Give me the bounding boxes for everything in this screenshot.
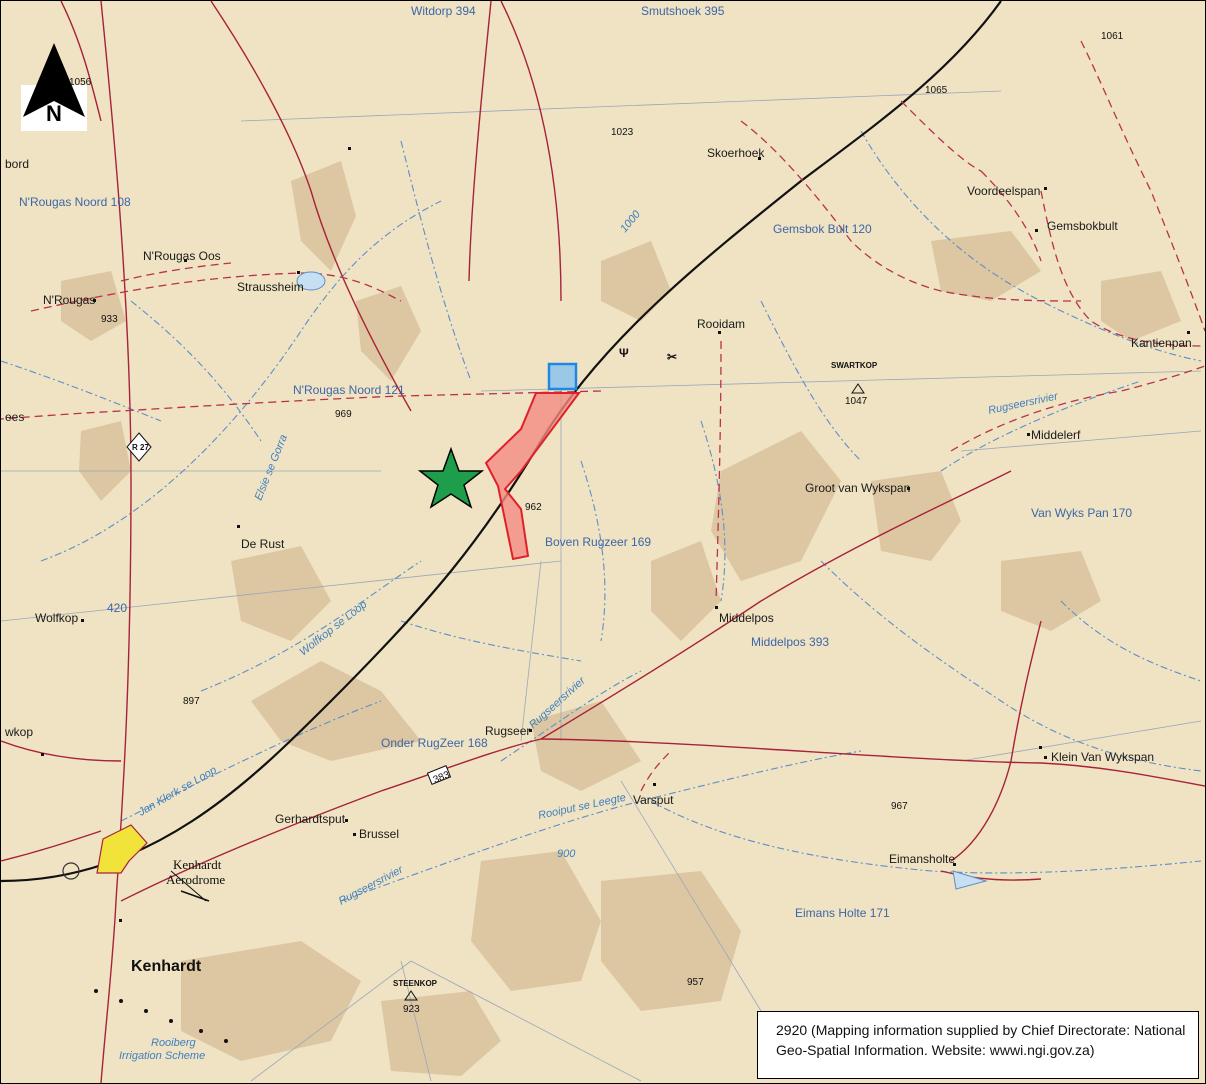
label-962: 962 bbox=[525, 502, 542, 513]
label-kenhardt-aerodrome-1: Kenhardt bbox=[173, 857, 222, 872]
label-1047: 1047 bbox=[845, 396, 868, 407]
label-420: 420 bbox=[107, 601, 127, 615]
north-arrow: N bbox=[21, 41, 87, 131]
label-897: 897 bbox=[183, 696, 200, 707]
label-brussel: Brussel bbox=[359, 827, 399, 841]
north-label: N bbox=[46, 101, 62, 126]
sand-dunes bbox=[61, 161, 1181, 1076]
label-gerhardtsput: Gerhardtsput bbox=[275, 812, 346, 826]
label-gemsbokbult: Gemsbokbult bbox=[1047, 219, 1118, 233]
label-gemsbok-bult: Gemsbok Bult 120 bbox=[773, 222, 872, 236]
aerodrome-symbol bbox=[170, 870, 210, 902]
label-groot-van-wykspan: Groot van Wykspan bbox=[805, 481, 910, 495]
label-923: 923 bbox=[403, 1004, 420, 1015]
windpump-icon: Ψ bbox=[619, 346, 629, 360]
label-klein-van-wykspan: Klein Van Wykspan bbox=[1051, 750, 1154, 764]
route-383-shield bbox=[426, 765, 452, 785]
label-969: 969 bbox=[335, 409, 352, 420]
r27-shield: R 27 bbox=[126, 432, 152, 462]
label-elsie-se-gorra: Elsie se Gorra bbox=[253, 433, 290, 502]
label-skoerhoek: Skoerhoek bbox=[707, 146, 765, 160]
label-kenhardt: Kenhardt bbox=[131, 958, 202, 975]
map-labels: Witdorp 394 Smutshoek 395 1056 1061 1065… bbox=[4, 4, 1192, 1062]
label-varsput: Varsput bbox=[633, 793, 674, 807]
label-1065: 1065 bbox=[925, 85, 948, 96]
label-nrougas: N'Rougas bbox=[43, 293, 95, 307]
mine-icon: ✂ bbox=[667, 350, 677, 364]
label-1061: 1061 bbox=[1101, 31, 1124, 42]
site-star-icon bbox=[417, 446, 485, 509]
settlement-dots bbox=[41, 147, 1190, 922]
label-swartkop: SWARTKOP bbox=[831, 361, 878, 370]
label-wolfkop: Wolfkop bbox=[35, 611, 78, 625]
label-rugseer: Rugseer bbox=[485, 724, 530, 738]
map-credit-box: 2920 (Mapping information supplied by Ch… bbox=[757, 1011, 1199, 1079]
label-wkop: wkop bbox=[4, 725, 33, 739]
label-nrougas-oos: N'Rougas Oos bbox=[143, 249, 221, 263]
label-957: 957 bbox=[687, 977, 704, 988]
cadastral-lines bbox=[1, 90, 1202, 1082]
label-r27: R 27 bbox=[132, 443, 149, 452]
pan-straussheim bbox=[296, 271, 326, 291]
label-straussheim: Straussheim bbox=[237, 280, 304, 294]
label-steenkop: STEENKOP bbox=[393, 979, 438, 988]
label-eimansholte: Eimansholte bbox=[889, 852, 955, 866]
label-witdorp: Witdorp 394 bbox=[411, 4, 476, 18]
label-900: 900 bbox=[557, 848, 576, 860]
label-onder-rugzeer: Onder RugZeer 168 bbox=[381, 736, 488, 750]
label-rooiberg-1: Rooiberg bbox=[151, 1037, 197, 1049]
label-rooiput-se-leegte: Rooiput se Leegte bbox=[537, 792, 627, 822]
label-967: 967 bbox=[891, 801, 908, 812]
label-1023: 1023 bbox=[611, 127, 634, 138]
label-1056: 1056 bbox=[69, 77, 92, 88]
trig-beacons bbox=[404, 383, 865, 1001]
label-middelpos: Middelpos bbox=[719, 611, 774, 625]
label-ees: ees bbox=[5, 410, 24, 424]
rivers bbox=[1, 130, 1202, 902]
label-de-rust: De Rust bbox=[241, 537, 285, 551]
label-middelerf: Middelerf bbox=[1031, 428, 1081, 442]
label-kantienpan: Kantienpan bbox=[1131, 336, 1192, 350]
label-nrougas-noord-108: N'Rougas Noord 108 bbox=[19, 195, 131, 209]
label-rooidam: Rooidam bbox=[697, 317, 745, 331]
label-1000: 1000 bbox=[618, 208, 643, 235]
kenhardt-town bbox=[62, 824, 228, 1043]
label-rooiberg-2: Irrigation Scheme bbox=[119, 1050, 205, 1062]
substation-square bbox=[547, 362, 578, 391]
railway-line bbox=[1, 1, 1002, 883]
label-bord: bord bbox=[5, 157, 29, 171]
label-boven-rugzeer: Boven Rugzeer 169 bbox=[545, 535, 651, 549]
label-nrougas-noord-121: N'Rougas Noord 121 bbox=[293, 383, 405, 397]
label-middelpos-393: Middelpos 393 bbox=[751, 635, 829, 649]
pan-eimansholte bbox=[952, 870, 988, 890]
tracks bbox=[1, 40, 1205, 792]
map-credit-text: 2920 (Mapping information supplied by Ch… bbox=[776, 1022, 1186, 1058]
label-933: 933 bbox=[101, 314, 118, 325]
label-rugseersrivier-c: Rugseersrivier bbox=[337, 863, 406, 908]
label-eimans-holte: Eimans Holte 171 bbox=[795, 906, 890, 920]
north-arrow-icon bbox=[21, 43, 87, 131]
label-van-wyks-pan: Van Wyks Pan 170 bbox=[1031, 506, 1132, 520]
label-rugseersrivier-a: Rugseersrivier bbox=[987, 390, 1060, 417]
label-kenhardt-aerodrome-2: Aerodrome bbox=[166, 872, 225, 887]
site-area-polygon bbox=[484, 392, 581, 561]
label-voordeelspan: Voordeelspan bbox=[967, 184, 1040, 198]
label-smutshoek: Smutshoek 395 bbox=[641, 4, 725, 18]
